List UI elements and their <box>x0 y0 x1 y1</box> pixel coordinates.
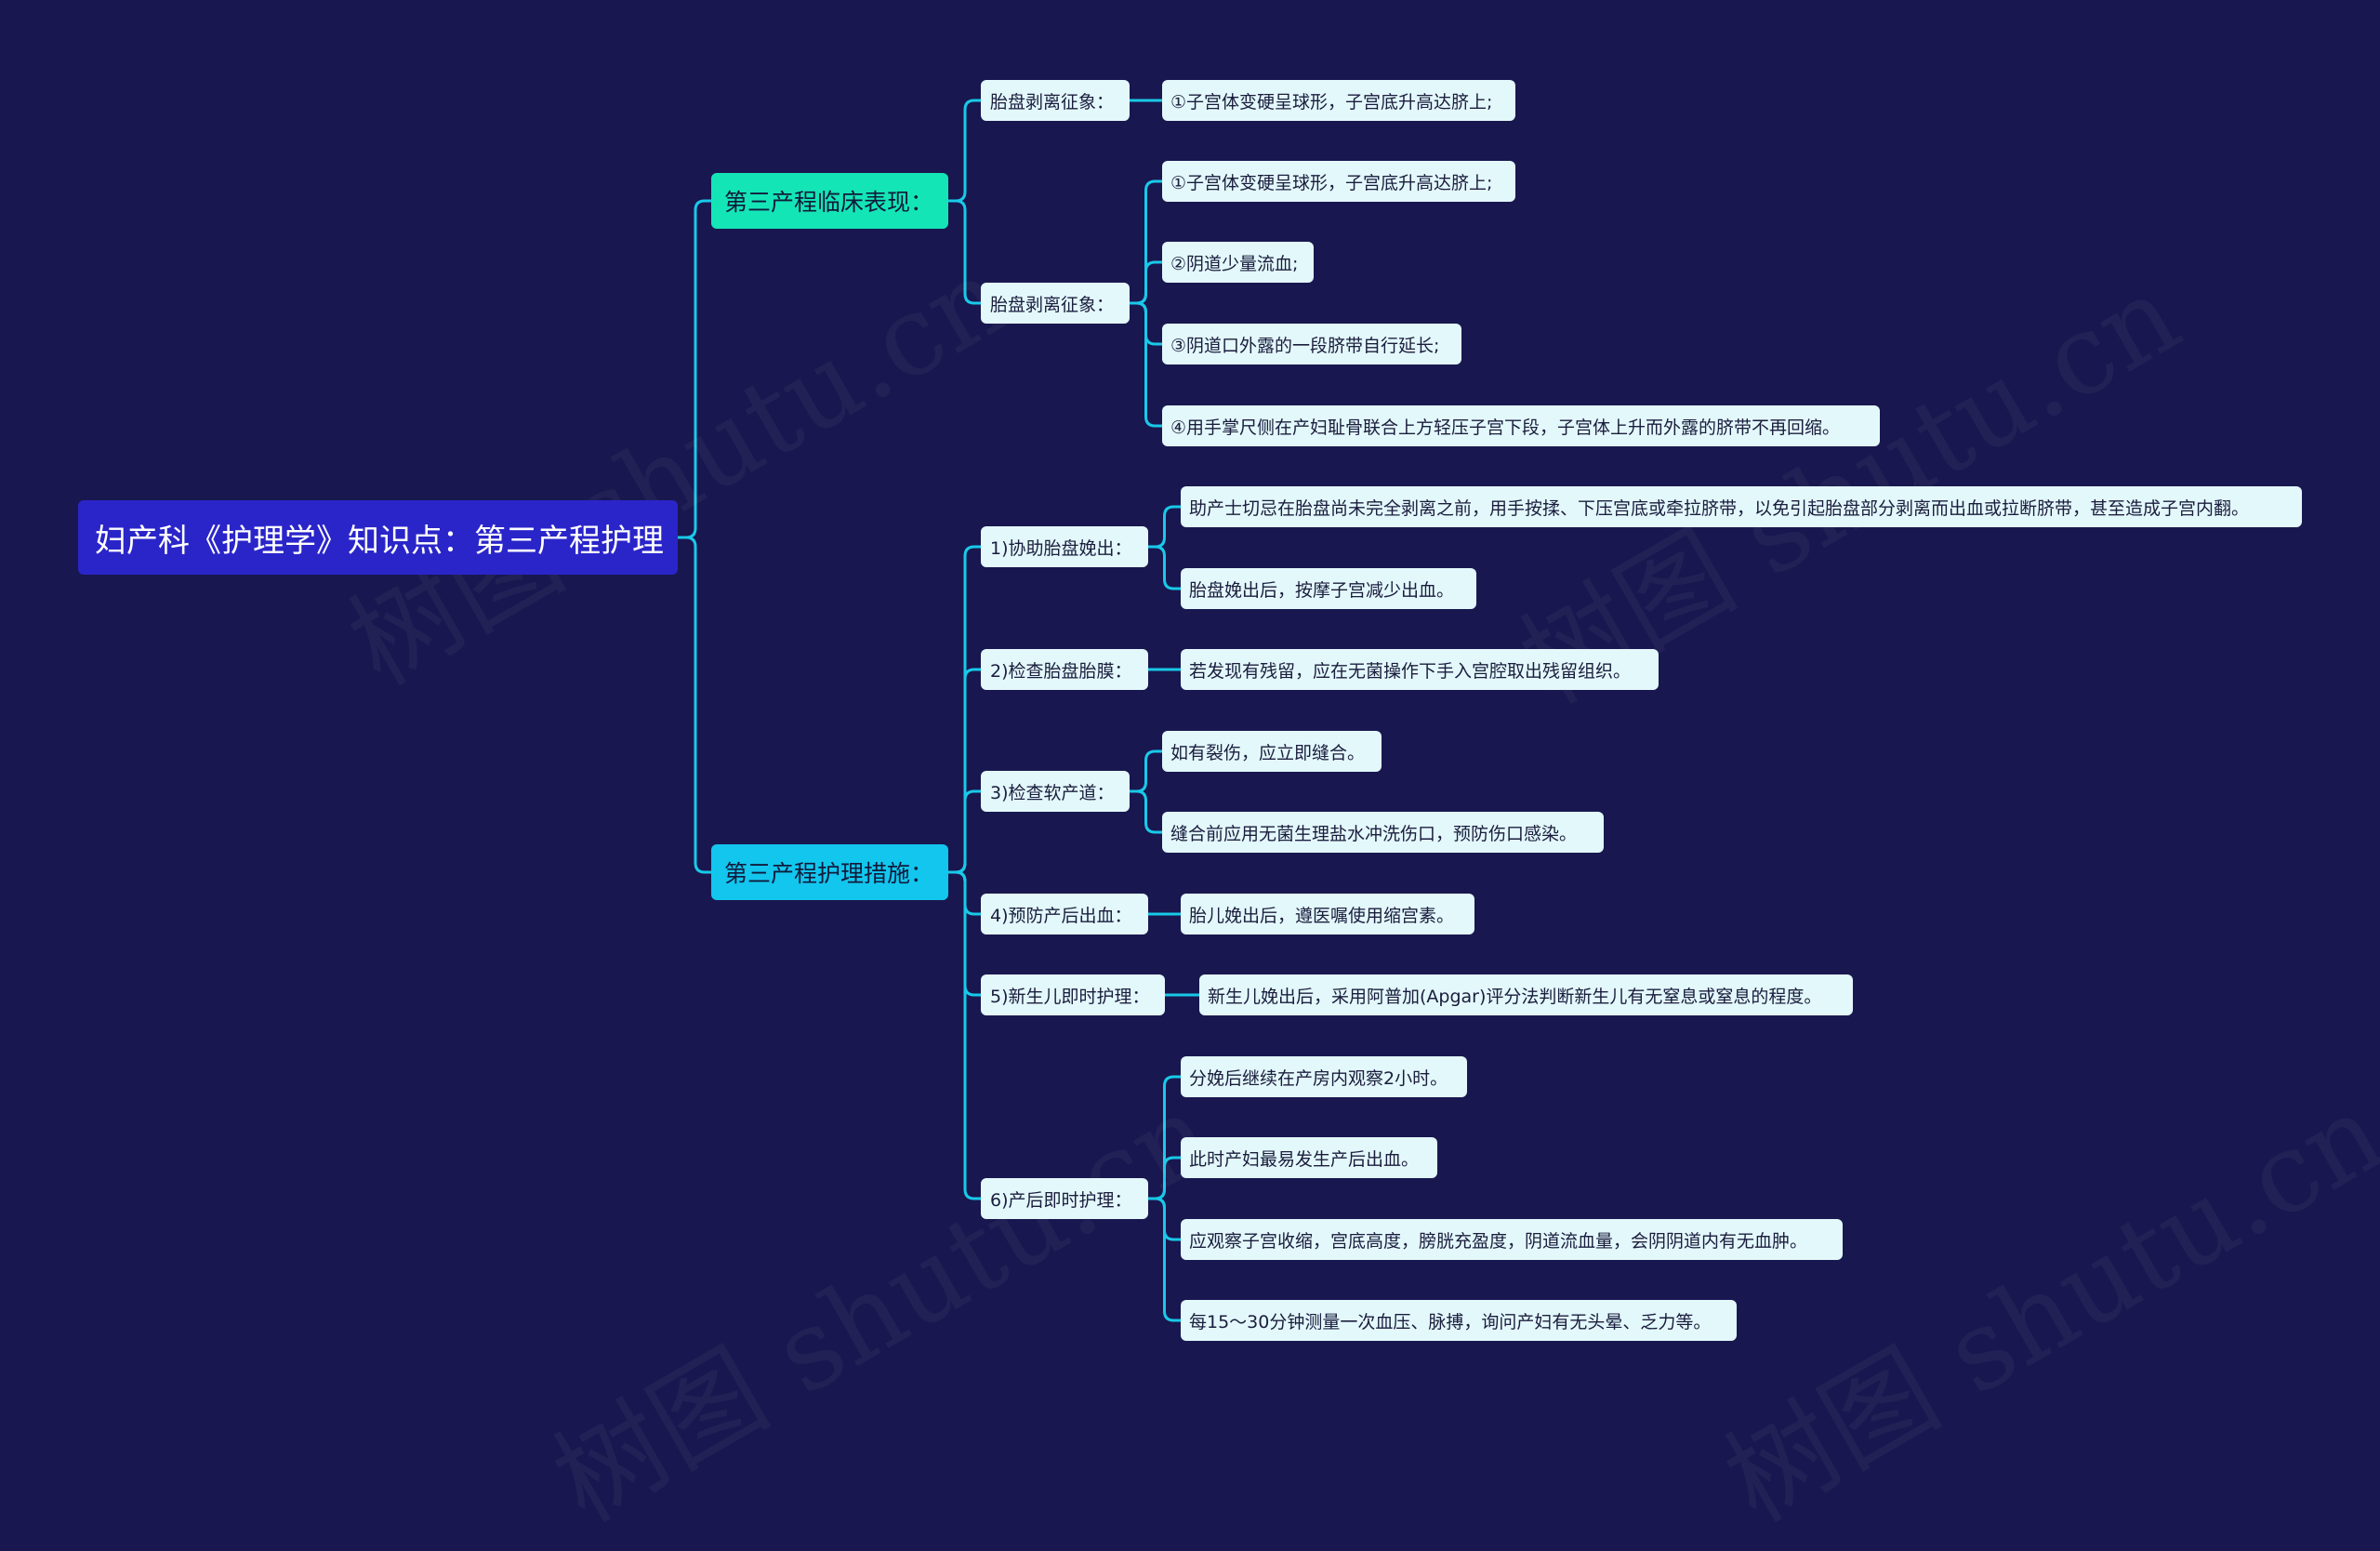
leaf-item[interactable]: 若发现有残留，应在无菌操作下手入宫腔取出残留组织。 <box>1181 649 1659 690</box>
subtopic-assist-placenta-delivery[interactable]: 1)协助胎盘娩出： <box>981 526 1148 567</box>
connector-line <box>1130 260 1162 305</box>
connector-line <box>678 536 711 874</box>
connector-line <box>1148 1197 1181 1322</box>
connector-line <box>948 99 981 203</box>
leaf-item[interactable]: 此时产妇最易发生产后出血。 <box>1181 1137 1437 1178</box>
subtopic-check-placenta-membranes[interactable]: 2)检查胎盘胎膜： <box>981 649 1148 690</box>
branch-nursing-measures[interactable]: 第三产程护理措施： <box>711 844 948 900</box>
connector-line <box>678 199 711 539</box>
leaf-item[interactable]: 胎儿娩出后，遵医嘱使用缩宫素。 <box>1181 894 1474 935</box>
connector-line <box>948 199 981 305</box>
leaf-item[interactable]: 分娩后继续在产房内观察2小时。 <box>1181 1056 1467 1097</box>
leaf-item[interactable]: 如有裂伤，应立即缝合。 <box>1162 731 1382 772</box>
connector-line <box>1130 789 1162 834</box>
leaf-item[interactable]: 缝合前应用无菌生理盐水冲洗伤口，预防伤口感染。 <box>1162 812 1604 853</box>
connector-line <box>1148 1156 1181 1200</box>
leaf-item[interactable]: ③阴道口外露的一段脐带自行延长; <box>1162 324 1461 365</box>
branch-clinical-manifestations[interactable]: 第三产程临床表现： <box>711 173 948 229</box>
subtopic-placenta-separation-signs[interactable]: 胎盘剥离征象： <box>981 283 1130 324</box>
leaf-item[interactable]: 应观察子宫收缩，宫底高度，膀胱充盈度，阴道流血量，会阴阴道内有无血肿。 <box>1181 1219 1843 1260</box>
subtopic-newborn-immediate-care[interactable]: 5)新生儿即时护理： <box>981 974 1165 1015</box>
connector-line <box>948 870 981 1200</box>
subtopic-check-birth-canal[interactable]: 3)检查软产道： <box>981 771 1130 812</box>
leaf-item[interactable]: 新生儿娩出后，采用阿普加(Apgar)评分法判断新生儿有无窒息或窒息的程度。 <box>1199 974 1853 1015</box>
subtopic-placenta-separation-signs[interactable]: 胎盘剥离征象： <box>981 80 1130 121</box>
connector-line <box>1130 301 1162 428</box>
connector-line <box>1148 545 1181 590</box>
leaf-item[interactable]: 胎盘娩出后，按摩子宫减少出血。 <box>1181 568 1476 609</box>
connector-line <box>1130 749 1162 793</box>
subtopic-postpartum-immediate-care[interactable]: 6)产后即时护理： <box>981 1178 1148 1219</box>
leaf-item[interactable]: 助产士切忌在胎盘尚未完全剥离之前，用手按揉、下压宫底或牵拉脐带，以免引起胎盘部分… <box>1181 486 2302 527</box>
leaf-item[interactable]: ①子宫体变硬呈球形，子宫底升高达脐上; <box>1162 80 1515 121</box>
subtopic-prevent-postpartum-hemorrhage[interactable]: 4)预防产后出血： <box>981 894 1148 935</box>
connector-lines <box>678 99 1199 1322</box>
mindmap-root-topic[interactable]: 妇产科《护理学》知识点：第三产程护理 <box>78 500 678 575</box>
leaf-item[interactable]: ②阴道少量流血; <box>1162 242 1314 283</box>
leaf-item[interactable]: 每15～30分钟测量一次血压、脉搏，询问产妇有无头晕、乏力等。 <box>1181 1300 1737 1341</box>
mindmap-canvas: 树图 shutu.cn 树图 shutu.cn 树图 shutu.cn 树图 s… <box>78 80 2302 1341</box>
leaf-item[interactable]: ④用手掌尺侧在产妇耻骨联合上方轻压子宫下段，子宫体上升而外露的脐带不再回缩。 <box>1162 405 1880 446</box>
connector-line <box>948 789 981 874</box>
connector-line <box>1148 505 1181 549</box>
leaf-item[interactable]: ①子宫体变硬呈球形，子宫底升高达脐上; <box>1162 161 1515 202</box>
